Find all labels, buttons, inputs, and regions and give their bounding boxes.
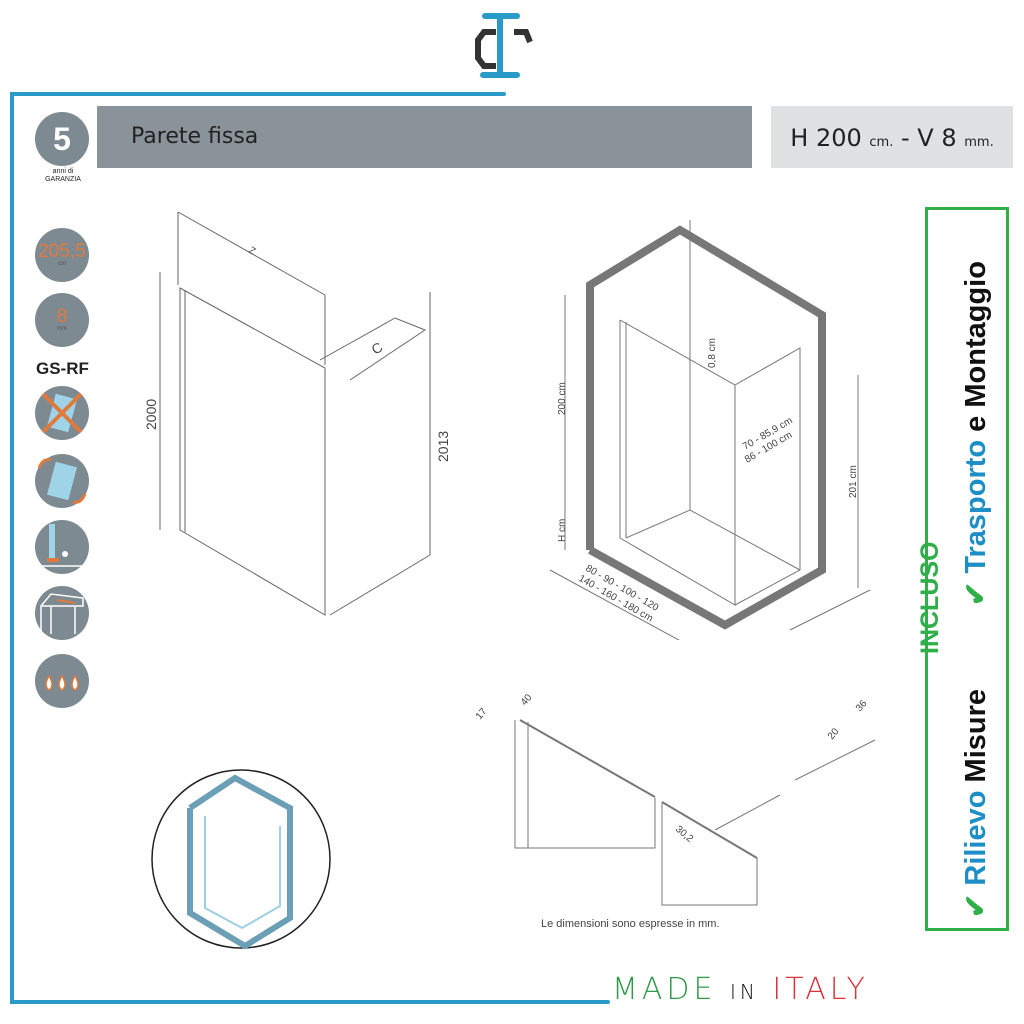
water-drops-icon — [35, 654, 89, 708]
frame-bottom-line — [10, 1000, 610, 1004]
dim-z: Z — [247, 245, 258, 258]
check-icon: ✔ — [960, 581, 992, 606]
dim-30-2: 30,2 — [673, 824, 695, 845]
dim-36: 36 — [854, 698, 870, 714]
no-reversible-icon — [35, 386, 89, 440]
dim-hcm: H cm — [557, 519, 568, 542]
dim-20: 20 — [826, 726, 842, 742]
reversible-icon — [35, 454, 89, 508]
glass-unit: mm — [57, 326, 67, 332]
dim-08cm: 0,8 cm — [707, 338, 718, 368]
measures-text: Misure — [960, 688, 992, 783]
shower-thumbnail — [151, 769, 331, 950]
glass-value: 8 — [56, 306, 68, 327]
italy-text: ITALY — [772, 972, 869, 1007]
installation-drawing: 200 cm H cm 0,8 cm 70 - 85,9 cm 86 - 100… — [549, 220, 871, 640]
warranty-badge: 5 — [35, 112, 89, 166]
transport-assembly-line: ✔ Trasporto e Montaggio — [958, 261, 993, 606]
dim-17: 17 — [474, 706, 490, 722]
spec-thickness: V 8 — [917, 124, 957, 152]
assembly-text: e Montaggio — [960, 261, 992, 432]
warranty-label-2: GARANZIA — [45, 176, 81, 183]
product-title: Parete fissa — [97, 106, 752, 168]
dim-200cm: 200 cm — [557, 382, 568, 415]
dim-2000: 2000 — [143, 399, 159, 430]
dimension-spec: H 200 cm. - V 8 mm. — [771, 106, 1013, 168]
height-unit: cm — [58, 261, 66, 267]
frame-left-line — [10, 92, 14, 1004]
spec-height: H 200 — [790, 124, 862, 152]
transport-text: Trasporto — [960, 439, 992, 574]
wall-profile-icon — [35, 586, 89, 640]
profile-detail-drawing: 17 40 30,2 20 36 — [474, 692, 876, 906]
frame-top-line — [10, 92, 506, 96]
dim-40: 40 — [519, 692, 535, 708]
dim-2013: 2013 — [435, 431, 451, 462]
measurement-line: ✔ Rilievo Misure — [958, 689, 993, 918]
anti-limescale-icon — [35, 520, 89, 574]
made-text: MADE — [612, 972, 717, 1007]
product-code: GS-RF — [36, 359, 89, 378]
made-in-italy: MADE IN ITALY — [612, 972, 869, 1007]
included-label: INCLUSO — [916, 541, 944, 655]
warranty-label-1: anni di — [52, 168, 74, 175]
spec-thickness-unit: mm. — [964, 135, 994, 150]
brand-logo — [475, 13, 533, 78]
height-value: 205,5 — [38, 241, 86, 262]
dim-c: C — [369, 339, 386, 358]
dim-201cm: 201 cm — [848, 465, 859, 498]
feature-icons — [35, 386, 89, 708]
in-text: IN — [730, 980, 759, 1004]
dimensions-note: Le dimensioni sono espresse in mm. — [541, 918, 720, 930]
warranty-years: 5 — [53, 120, 71, 157]
included-services-box — [925, 207, 1009, 931]
check-icon: ✔ — [960, 893, 992, 918]
spec-height-unit: cm. — [869, 135, 894, 150]
spec-separator: - — [900, 124, 910, 152]
survey-text: Rilievo — [960, 790, 992, 886]
panel-drawing: Z C 2000 2013 — [143, 211, 451, 616]
